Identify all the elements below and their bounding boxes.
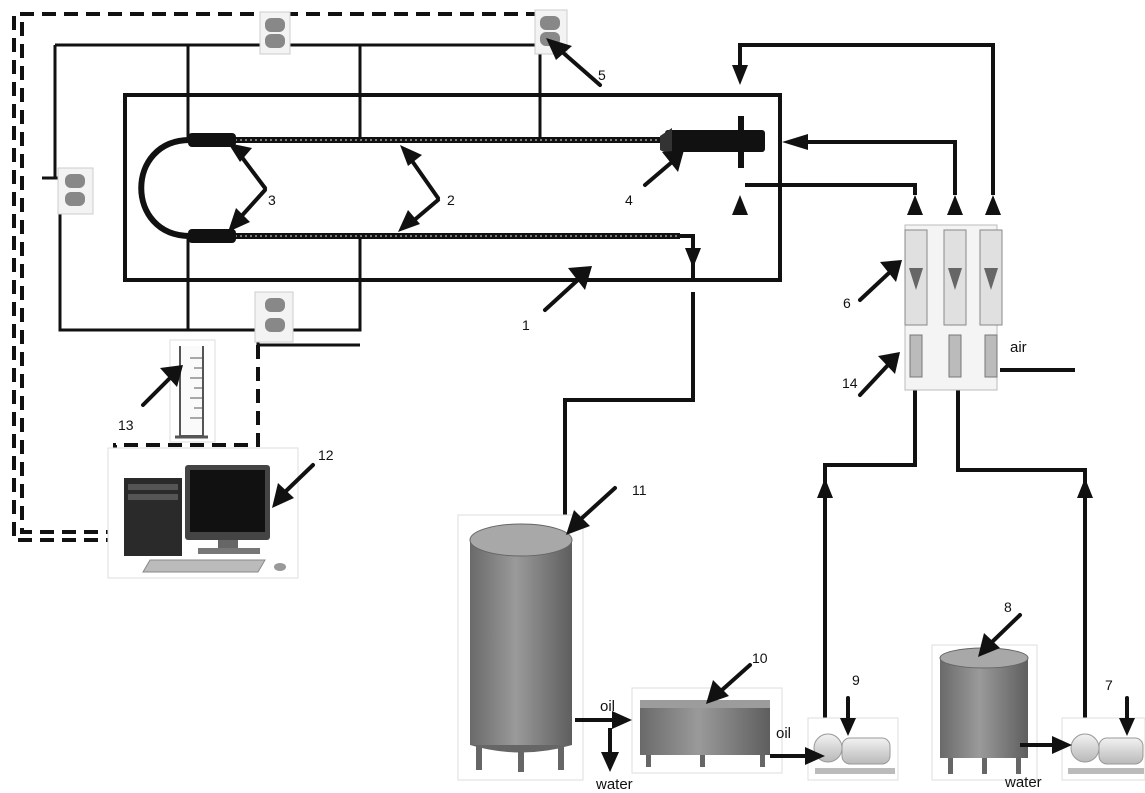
return-line-break	[689, 282, 697, 292]
label-10: 10	[752, 650, 768, 666]
label-14: 14	[842, 375, 858, 391]
water-tank	[931, 644, 1038, 781]
oil-out-label: oil	[776, 725, 791, 742]
pressure-transmitter-bottom	[254, 291, 294, 343]
water-pump	[1061, 717, 1145, 781]
label-12: 12	[318, 447, 334, 463]
label-2: 2	[447, 192, 455, 208]
water-supply-label: water	[1004, 774, 1042, 791]
label-4: 4	[625, 192, 633, 208]
label-9: 9	[852, 672, 860, 688]
label-8: 8	[1004, 599, 1012, 615]
air-label: air	[1010, 339, 1027, 356]
callout-arrows	[141, 38, 1135, 736]
label-1: 1	[522, 317, 530, 333]
test-section-frame	[123, 93, 782, 282]
label-5: 5	[598, 67, 606, 83]
oil-in-label: oil	[600, 698, 615, 715]
flow-arrow-down-return	[685, 248, 701, 268]
label-13: 13	[118, 417, 134, 433]
oil-water-separator	[631, 687, 783, 774]
pipe-connectors	[188, 133, 236, 243]
pressure-transmitter-top	[259, 11, 291, 55]
flow-arrowheads	[732, 65, 1093, 498]
return-line	[563, 234, 695, 540]
pressure-transmitter-left	[57, 167, 94, 215]
label-6: 6	[843, 295, 851, 311]
callout-labels: 1 2 3 4 5 6 7 8 9 10 11 12 13 14	[118, 67, 1113, 693]
bottom-flow-arrows	[575, 711, 1072, 772]
signal-cable	[12, 12, 540, 542]
oil-tank	[457, 514, 584, 781]
test-pipe	[138, 137, 680, 239]
pressure-tap-lines	[42, 43, 542, 347]
flowmeter-bank	[904, 224, 1003, 391]
mixer	[660, 116, 765, 168]
computer	[107, 447, 299, 579]
water-drain-label: water	[595, 776, 633, 793]
label-3: 3	[268, 192, 276, 208]
label-7: 7	[1105, 677, 1113, 693]
measuring-cylinder	[169, 339, 216, 443]
oil-pump	[807, 717, 899, 781]
feed-lines	[738, 43, 1087, 720]
fluid-labels: air oil oil water water	[595, 339, 1042, 793]
label-11: 11	[632, 482, 647, 498]
